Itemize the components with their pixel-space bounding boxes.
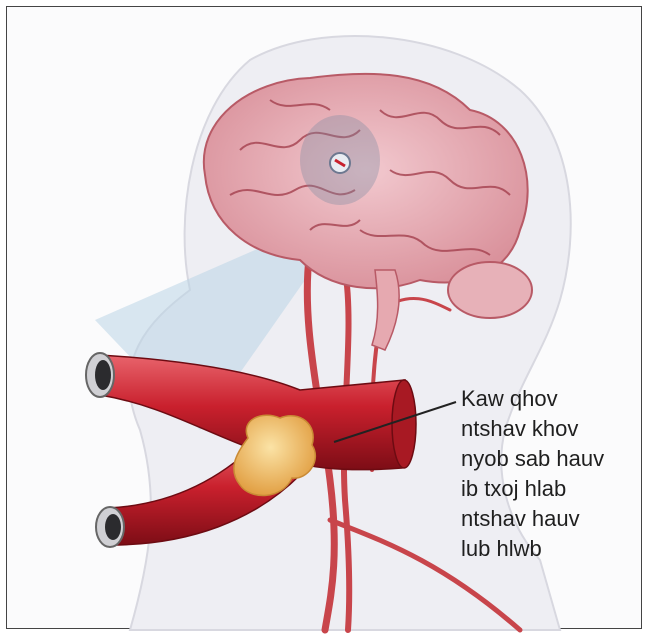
callout-line-3: nyob sab hauv — [461, 444, 641, 474]
callout-line-5: ntshav hauv — [461, 504, 641, 534]
vessel-opening-top — [86, 353, 114, 397]
callout-label: Kaw qhov ntshav khov nyob sab hauv ib tx… — [461, 384, 641, 564]
callout-line-4: ib txoj hlab — [461, 474, 641, 504]
vessel-opening-bottom — [96, 507, 124, 547]
callout-line-1: Kaw qhov — [461, 384, 641, 414]
cerebellum — [448, 262, 532, 318]
callout-line-6: lub hlwb — [461, 534, 641, 564]
callout-line-2: ntshav khov — [461, 414, 641, 444]
